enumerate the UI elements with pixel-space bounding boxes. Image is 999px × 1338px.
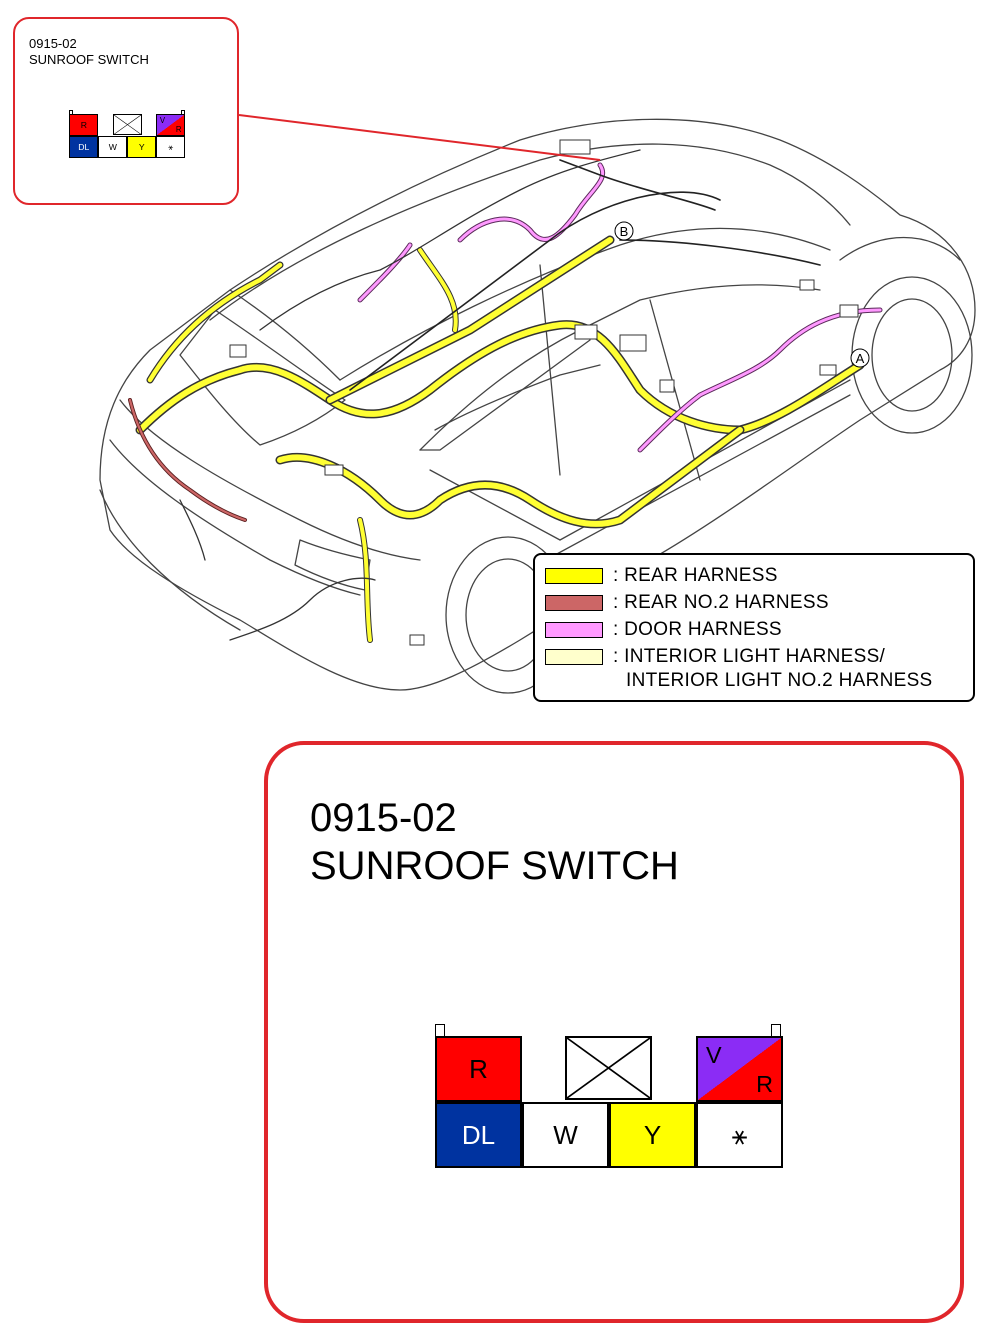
pin-label: R <box>756 1070 773 1097</box>
pin-label: R <box>175 124 182 134</box>
connector-pin: W <box>522 1102 609 1168</box>
connector-pin: DL <box>69 135 99 158</box>
marker-b: B <box>614 221 634 241</box>
connector-name: SUNROOF SWITCH <box>29 52 149 67</box>
pin-label: V <box>706 1042 722 1068</box>
legend-label-continuation: INTERIOR LIGHT NO.2 HARNESS <box>626 670 933 691</box>
legend-label: : INTERIOR LIGHT HARNESS/ <box>613 646 886 667</box>
connector-pin: ⚹ <box>696 1102 783 1168</box>
legend-label: : DOOR HARNESS <box>613 619 782 640</box>
callout-leader-line <box>238 114 601 161</box>
legend-swatch <box>545 622 603 638</box>
legend-item-door-harness: : DOOR HARNESS <box>545 619 782 641</box>
pin-label: DL <box>78 141 90 152</box>
connector-blank-cavity <box>565 1036 652 1100</box>
connector-code: 0915-02 <box>29 36 77 51</box>
pin-label: ⚹ <box>168 141 174 152</box>
legend-item-rear-harness: : REAR HARNESS <box>545 565 778 587</box>
car-wiring-diagram: B A <box>99 114 976 694</box>
marker-a: A <box>850 348 870 368</box>
svg-text:A: A <box>856 351 865 366</box>
pin-label: Y <box>138 141 145 152</box>
svg-text:B: B <box>620 224 629 239</box>
legend-swatch <box>545 568 603 584</box>
pin-label: ⚹ <box>731 1120 748 1150</box>
legend-swatch <box>545 595 603 611</box>
connector-pin: W <box>98 135 128 158</box>
connector-pin: Y <box>609 1102 696 1168</box>
pin-label: R <box>80 119 87 130</box>
harness-legend: : REAR HARNESS : REAR NO.2 HARNESS : DOO… <box>533 553 975 702</box>
pin-label: Y <box>643 1120 662 1150</box>
pin-label: V <box>159 115 166 125</box>
legend-label: : REAR NO.2 HARNESS <box>613 592 829 613</box>
pin-label: DL <box>461 1120 496 1150</box>
connector-pin: ⚹ <box>156 135 186 158</box>
connector-pin: DL <box>435 1102 522 1168</box>
pin-label: W <box>553 1120 578 1150</box>
connector-pin: R <box>435 1036 522 1102</box>
legend-swatch <box>545 649 603 665</box>
legend-item-interior-light-harness: : INTERIOR LIGHT HARNESS/ <box>545 646 885 668</box>
connector-pin: R <box>69 113 99 136</box>
connector-code: 0915-02 <box>310 796 457 840</box>
connector-pin: Y <box>127 135 157 158</box>
connector-name: SUNROOF SWITCH <box>310 844 679 888</box>
pin-label: R <box>469 1054 488 1084</box>
connector-blank-cavity <box>112 113 142 136</box>
pin-label: W <box>108 141 117 152</box>
legend-label: : REAR HARNESS <box>613 565 778 586</box>
legend-item-rear-no2-harness: : REAR NO.2 HARNESS <box>545 592 829 614</box>
